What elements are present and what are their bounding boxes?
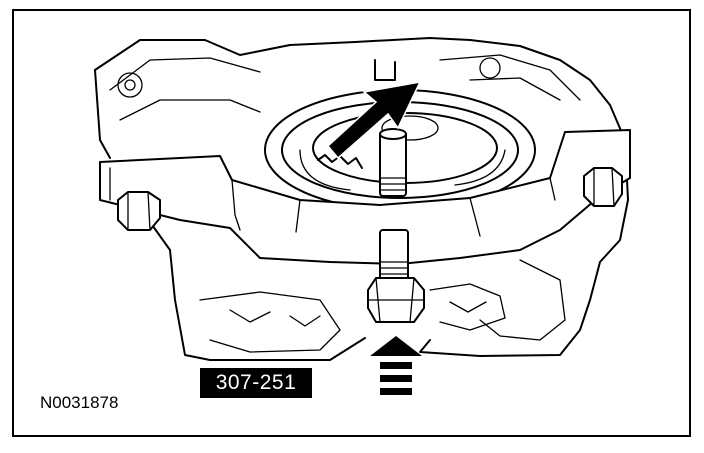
forcing-screw-shaft [379,128,407,197]
upward-force-arrow [370,336,422,395]
transmission-housing [94,37,629,361]
seal-indicator-arrow [326,81,422,160]
figure-reference-code: N0031878 [40,393,119,412]
left-mounting-bolt [117,191,161,231]
right-mounting-bolt [583,167,623,207]
figure-border [12,9,691,437]
center-forcing-screw [367,229,425,323]
special-tool-label: 307-251 [200,368,312,398]
